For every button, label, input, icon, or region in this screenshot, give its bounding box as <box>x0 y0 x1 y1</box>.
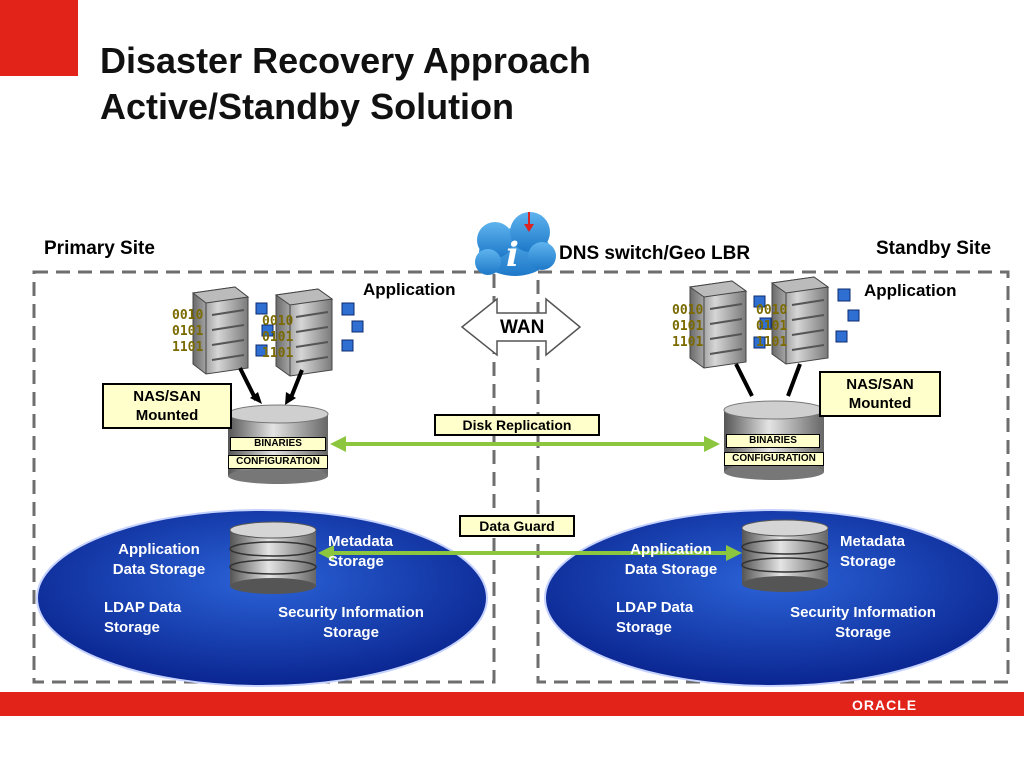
primary-server-2-icon <box>274 288 334 377</box>
svg-text:i: i <box>506 235 519 275</box>
standby-binary-text-2: 0010 0101 1101 <box>756 303 788 350</box>
standby-security-storage-label: Security Information Storage <box>790 604 936 641</box>
page-title: Disaster Recovery Approach Active/Standb… <box>100 38 591 130</box>
primary-binary-text-2: 0010 0101 1101 <box>262 314 294 361</box>
primary-application-label: Application <box>363 280 456 299</box>
primary-database-icon <box>229 521 317 594</box>
standby-server-connectors <box>734 363 802 397</box>
standby-app-data-storage-label: Application Data Storage <box>624 541 718 578</box>
primary-arrowhead-2 <box>285 392 296 405</box>
primary-binary-text: 0010 0101 1101 <box>172 308 204 355</box>
data-guard-arrow <box>318 545 742 561</box>
standby-server-1-icon <box>688 280 748 369</box>
standby-binary-text: 0010 0101 1101 <box>672 303 704 350</box>
dns-label: DNS switch/Geo LBR <box>559 243 751 264</box>
primary-nas-san-label: NAS/SAN Mounted <box>102 383 232 429</box>
wan-label: WAN <box>500 317 545 338</box>
data-guard-label: Data Guard <box>459 515 575 537</box>
primary-configuration-tag: CONFIGURATION <box>228 455 328 469</box>
standby-ldap-storage-label: LDAP Data Storage <box>616 599 694 636</box>
title-line-1: Disaster Recovery Approach <box>100 40 591 81</box>
primary-data-blocks-icon <box>255 302 364 357</box>
dns-cloud-icon: i <box>475 212 556 276</box>
disk-replication-label: Disk Replication <box>434 414 600 436</box>
primary-ldap-storage-label: LDAP Data Storage <box>104 599 182 636</box>
standby-metadata-storage-label: Metadata Storage <box>840 533 906 570</box>
standby-binaries-tag: BINARIES <box>726 434 820 448</box>
primary-metadata-storage-label: Metadata Storage <box>328 533 394 570</box>
disk-replication-arrow <box>330 436 720 452</box>
wan-arrow <box>460 297 582 357</box>
primary-app-data-storage-label: Application Data Storage <box>112 541 206 578</box>
footer-bar <box>0 692 1024 716</box>
standby-database-icon <box>741 519 829 592</box>
standby-data-blocks-icon <box>753 288 860 349</box>
title-line-2: Active/Standby Solution <box>100 86 515 127</box>
primary-site-label: Primary Site <box>44 238 155 259</box>
primary-arrowhead-1 <box>250 392 262 404</box>
primary-server-1-icon <box>191 286 250 375</box>
standby-server-2-icon <box>770 276 830 365</box>
standby-configuration-tag: CONFIGURATION <box>724 452 824 466</box>
primary-binaries-tag: BINARIES <box>230 437 326 451</box>
primary-security-storage-label: Security Information Storage <box>278 604 424 641</box>
primary-server-connectors <box>238 367 304 401</box>
brand-square <box>0 0 78 76</box>
oracle-logo: ORACLE <box>852 697 918 713</box>
standby-nas-san-label: NAS/SAN Mounted <box>819 371 941 417</box>
standby-site-label: Standby Site <box>876 238 992 259</box>
standby-application-label: Application <box>864 281 957 300</box>
